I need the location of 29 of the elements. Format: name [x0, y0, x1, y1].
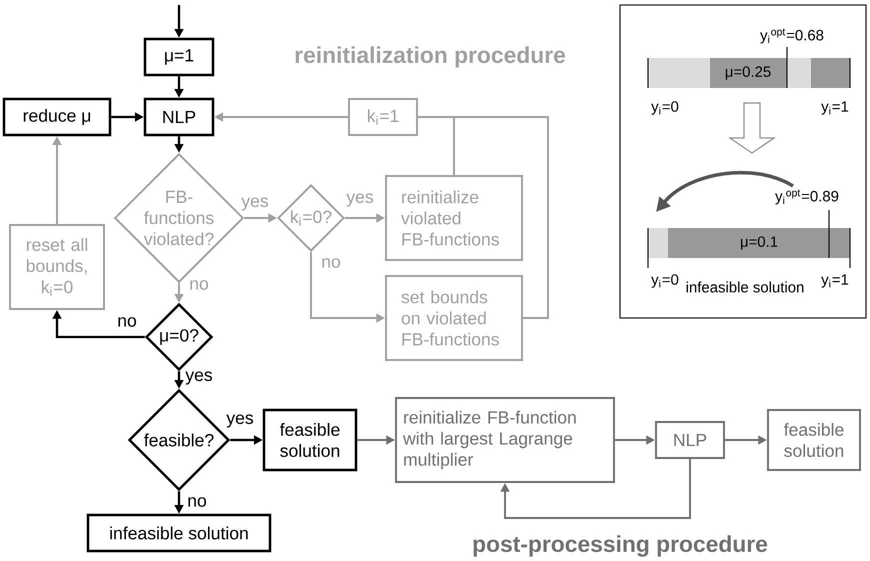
note: infeasible solution	[686, 282, 804, 292]
arrow	[500, 458, 691, 519]
edge-label: no	[319, 256, 343, 270]
axis-label: y$_{i}$=1	[821, 101, 848, 115]
process-box: set bounds on violated FB-functions	[385, 275, 523, 361]
edge-label: yes	[184, 370, 214, 386]
process-box: k$_{i}$=1	[348, 98, 418, 136]
edge-label: no	[185, 495, 209, 509]
process-box: reset all bounds, k$_{i}$=0	[9, 224, 105, 310]
process-box: feasible solution	[767, 409, 861, 471]
edge-label: yes	[344, 192, 376, 208]
value-label: y$_{i}$$^{opt}$=0.68	[760, 28, 824, 44]
process-box: NLP	[655, 421, 725, 459]
heading: reinitialization procedure	[296, 46, 566, 68]
axis-label: y$_{i}$=0	[651, 101, 678, 115]
process-box: infeasible solution	[86, 514, 272, 552]
edge-label: no	[115, 315, 139, 329]
process-box: NLP	[144, 98, 214, 136]
process-box: feasible solution	[262, 408, 358, 472]
process-box: reinitialize FB-function with largest Lagrange multiplier	[395, 397, 615, 483]
axis-label: y$_{i}$=0	[651, 274, 678, 288]
value-label: μ=0.1	[740, 236, 778, 250]
heading: post-processing procedure	[474, 535, 768, 557]
process-box: μ=1	[144, 38, 214, 76]
process-box: reinitialize violated FB-functions	[385, 175, 523, 261]
value-label: μ=0.25	[726, 66, 771, 80]
value-label: y$_{i}$$^{opt}$=0.89	[775, 190, 838, 204]
axis-label: y$_{i}$=1	[821, 274, 848, 288]
process-box: reduce μ	[2, 98, 112, 136]
